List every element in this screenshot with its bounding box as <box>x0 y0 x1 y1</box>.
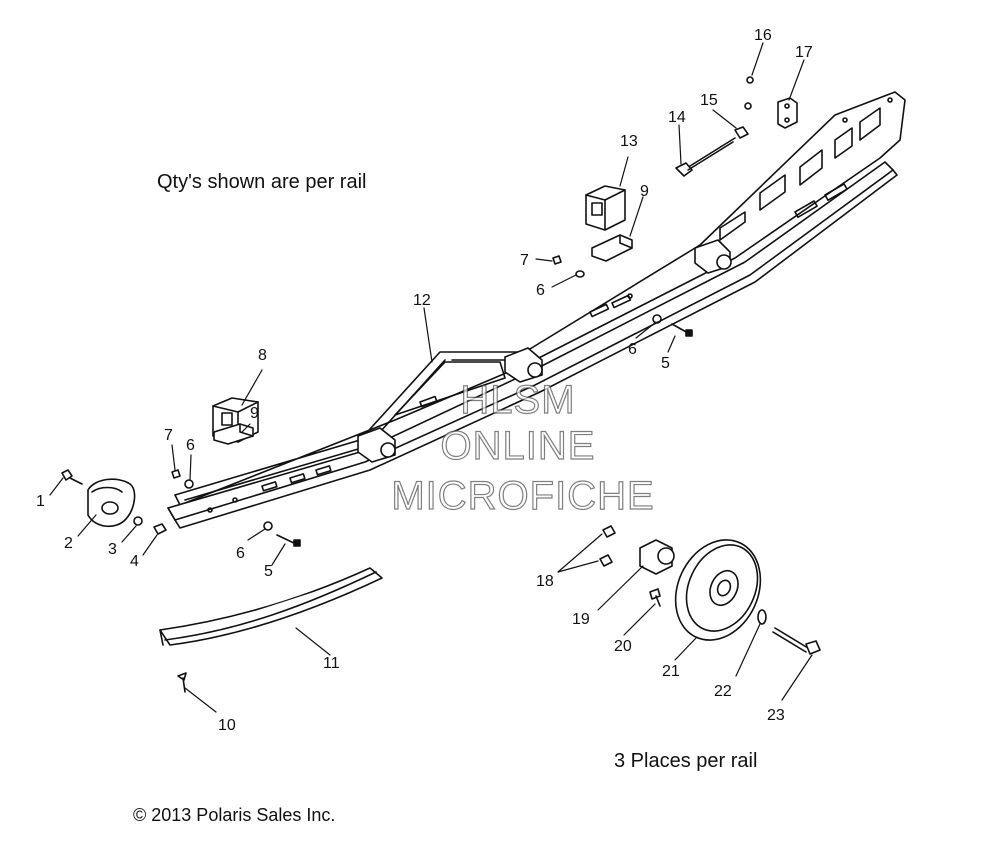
part-2-end-cap <box>87 478 136 528</box>
callout-21: 21 <box>662 663 680 680</box>
callout-19: 19 <box>572 611 590 628</box>
callout-7-lower: 7 <box>164 427 173 444</box>
callout-9-lower: 9 <box>250 405 259 422</box>
part-10-screw <box>177 672 187 693</box>
callout-6-upper-a: 6 <box>536 282 545 299</box>
callout-15: 15 <box>700 92 718 109</box>
leader-lines <box>49 42 813 713</box>
qty-note: Qty's shown are per rail <box>157 171 367 193</box>
callout-9-upper: 9 <box>640 183 649 200</box>
callout-18: 18 <box>536 573 554 590</box>
callout-16: 16 <box>754 27 772 44</box>
part-5-bolt-upper <box>671 323 693 337</box>
callout-1: 1 <box>36 493 45 510</box>
callout-12: 12 <box>413 292 431 309</box>
part-5-bolt-lower <box>276 534 301 547</box>
callout-20: 20 <box>614 638 632 655</box>
part-22-washer <box>757 609 767 625</box>
rail-mount-blocks <box>357 239 732 463</box>
callout-4: 4 <box>130 553 139 570</box>
callout-23: 23 <box>767 707 785 724</box>
callout-7-upper: 7 <box>520 252 529 269</box>
part-9-slider-lower <box>213 423 254 445</box>
watermark-line-1: HLSM <box>460 377 576 422</box>
callout-10: 10 <box>218 717 236 734</box>
part-7-nut-upper <box>552 255 562 265</box>
watermark-line-2: ONLINE <box>440 423 596 468</box>
part-20-bolt <box>649 588 661 607</box>
callout-numbers: 1 2 3 4 5 5 6 6 6 6 7 7 8 9 9 10 11 12 1… <box>36 27 813 734</box>
slide-rail <box>167 91 906 529</box>
places-note: 3 Places per rail <box>614 750 758 772</box>
part-16-stud <box>746 76 754 84</box>
watermark-line-3: MICROFICHE <box>391 473 655 518</box>
callout-22: 22 <box>714 683 732 700</box>
part-18-nuts <box>599 525 616 567</box>
part-4-nut <box>153 523 167 535</box>
copyright: © 2013 Polaris Sales Inc. <box>133 805 336 825</box>
callout-8: 8 <box>258 347 267 364</box>
callout-17: 17 <box>795 44 813 61</box>
callout-6-upper-b: 6 <box>628 341 637 358</box>
callout-5-lower: 5 <box>264 563 273 580</box>
callout-11: 11 <box>323 655 340 672</box>
callout-6-lower-b: 6 <box>236 545 245 562</box>
part-21-idler-wheel <box>674 539 762 641</box>
part-3-washer <box>133 516 143 526</box>
part-7-nut-lower <box>171 469 181 479</box>
part-1-bolt <box>61 469 83 485</box>
part-15-nut <box>734 102 752 139</box>
callout-6-lower-a: 6 <box>186 437 195 454</box>
callout-14: 14 <box>668 109 686 126</box>
callout-3: 3 <box>108 541 117 558</box>
part-6-washer-lower-a <box>184 479 194 489</box>
part-9-slider-upper <box>591 234 633 262</box>
part-11-wear-strip <box>159 567 383 646</box>
part-6-washer-upper-b <box>652 314 662 324</box>
part-19-axle-block <box>639 539 675 575</box>
part-14-long-bolt <box>675 137 736 177</box>
part-6-washer-upper-a <box>575 270 585 278</box>
part-23-bolt <box>772 627 821 655</box>
part-6-washer-lower-b <box>263 521 273 531</box>
callout-5-upper: 5 <box>661 355 670 372</box>
callout-13: 13 <box>620 133 638 150</box>
part-13-block <box>585 185 626 231</box>
callout-2: 2 <box>64 535 73 552</box>
part-17-bracket <box>777 97 798 129</box>
